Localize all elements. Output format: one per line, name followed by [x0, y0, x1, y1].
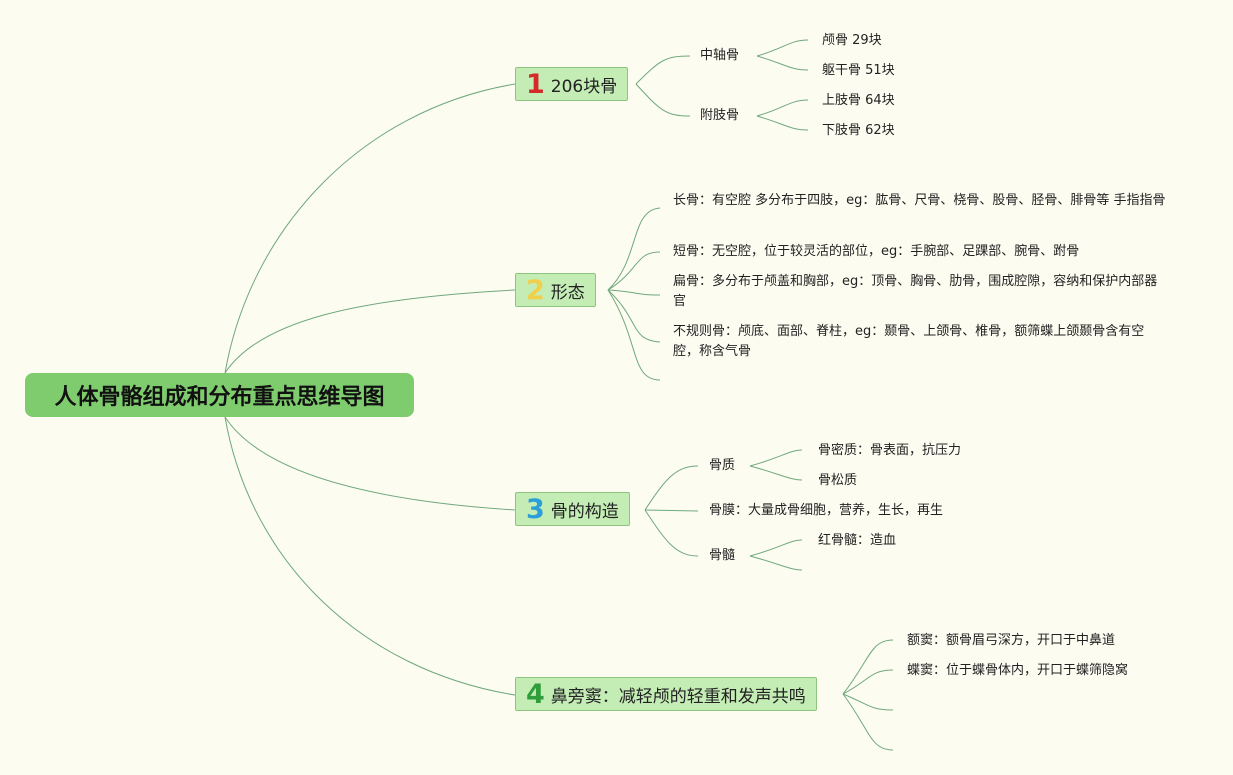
branch-206-bones[interactable]: 1 206块骨: [515, 67, 629, 101]
node-spongy-bone[interactable]: 骨松质: [818, 473, 858, 488]
node-bone-substance[interactable]: 骨质: [709, 458, 736, 473]
node-appendicular-skeleton[interactable]: 附肢骨: [700, 108, 740, 123]
branch-paranasal-sinuses[interactable]: 4 鼻旁窦：减轻颅的轻重和发声共鸣: [515, 677, 817, 711]
node-skull-bones[interactable]: 颅骨 29块: [822, 33, 882, 48]
node-compact-bone[interactable]: 骨密质：骨表面，抗压力: [818, 443, 962, 458]
root-topic[interactable]: 人体骨骼组成和分布重点思维导图: [25, 373, 414, 417]
node-short-bone[interactable]: 短骨：无空腔，位于较灵活的部位，eg：手腕部、足踝部、腕骨、跗骨: [673, 244, 1080, 259]
root-topic-label: 人体骨骼组成和分布重点思维导图: [54, 385, 385, 410]
node-frontal-sinus[interactable]: 额窦：额骨眉弓深方，开口于中鼻道: [907, 633, 1116, 648]
node-irregular-bone[interactable]: 不规则骨：颅底、面部、脊柱，eg：颞骨、上颌骨、椎骨，额筛蝶上颌颞骨含有空腔，称…: [673, 324, 1145, 359]
branch-number: 2: [526, 274, 545, 306]
node-lower-limb-bones[interactable]: 下肢骨 62块: [822, 123, 895, 138]
branch-label: 鼻旁窦：减轻颅的轻重和发声共鸣: [550, 686, 806, 707]
branch-number: 4: [526, 678, 545, 710]
node-long-bone[interactable]: 长骨：有空腔 多分布于四肢，eg：肱骨、尺骨、桡骨、股骨、胫骨、腓骨等 手指指骨: [673, 193, 1166, 208]
node-red-marrow[interactable]: 红骨髓：造血: [818, 533, 897, 548]
node-axial-skeleton[interactable]: 中轴骨: [700, 48, 740, 63]
branch-label: 形态: [550, 282, 585, 303]
branch-label: 骨的构造: [550, 501, 619, 522]
branch-bone-structure[interactable]: 3 骨的构造: [515, 492, 630, 526]
branch-number: 3: [526, 493, 545, 525]
branch-morphology[interactable]: 2 形态: [515, 273, 596, 307]
branch-label: 206块骨: [550, 76, 618, 97]
node-bone-marrow[interactable]: 骨髓: [709, 548, 736, 563]
node-upper-limb-bones[interactable]: 上肢骨 64块: [822, 93, 895, 108]
node-sphenoid-sinus[interactable]: 蝶窦：位于蝶骨体内，开口于蝶筛隐窝: [907, 663, 1129, 678]
branch-number: 1: [526, 68, 545, 100]
node-flat-bone[interactable]: 扁骨：多分布于颅盖和胸部，eg：顶骨、胸骨、肋骨，围成腔隙，容纳和保护内部器官: [673, 274, 1158, 309]
node-trunk-bones[interactable]: 躯干骨 51块: [822, 63, 895, 78]
node-periosteum[interactable]: 骨膜：大量成骨细胞，营养，生长，再生: [709, 503, 944, 518]
